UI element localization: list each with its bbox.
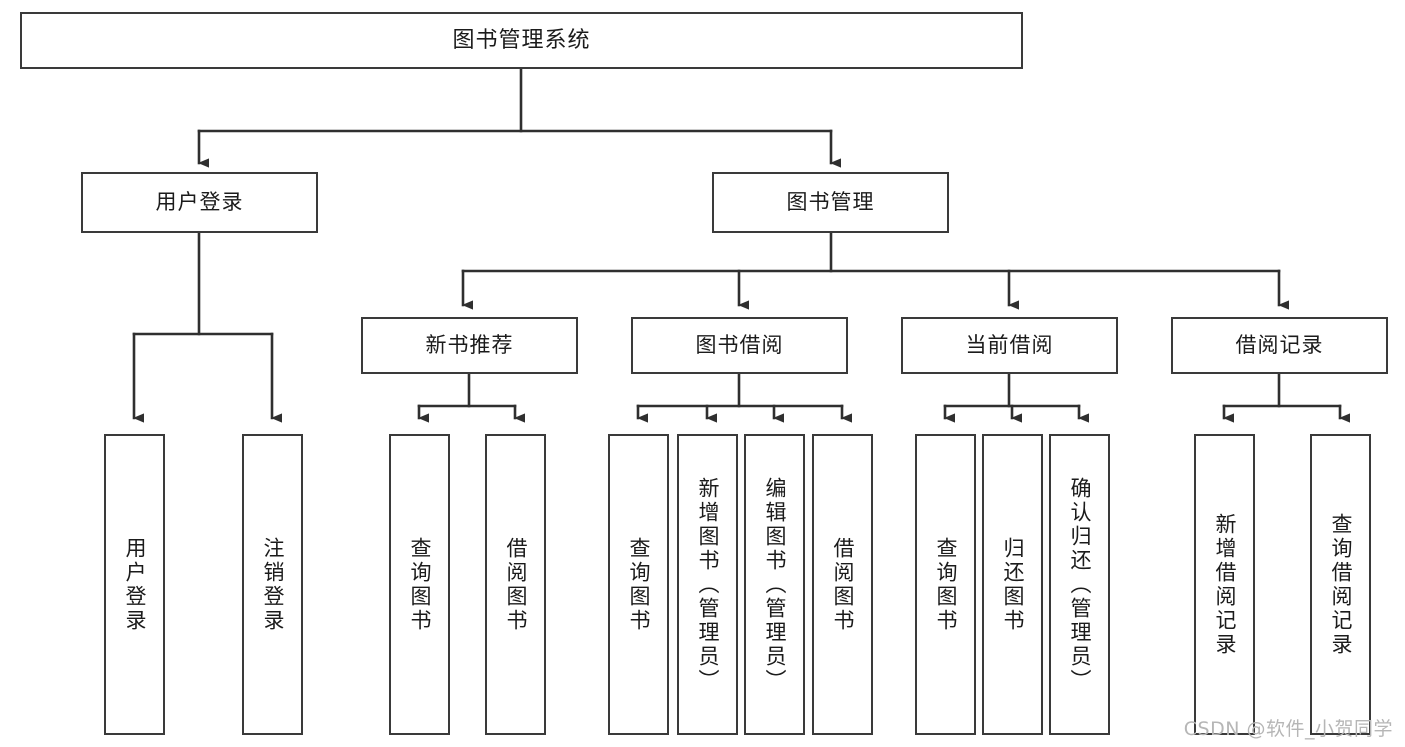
node-label: 注销登录 [261, 536, 285, 633]
node-label: 新增借阅记录 [1213, 512, 1237, 657]
node-borrow-record[interactable]: 借阅记录 [1171, 317, 1388, 374]
node-label: 编辑图书（管理员） [763, 476, 787, 693]
node-leaf-recommend-query-book[interactable]: 查询图书 [389, 434, 450, 735]
node-leaf-add-borrow-record[interactable]: 新增借阅记录 [1194, 434, 1255, 735]
node-label: 确认归还（管理员） [1068, 476, 1092, 693]
node-leaf-confirm-return-admin[interactable]: 确认归还（管理员） [1049, 434, 1110, 735]
node-new-book-recommend[interactable]: 新书推荐 [361, 317, 578, 374]
node-label: 查询借阅记录 [1329, 512, 1353, 657]
node-label: 借阅图书 [504, 536, 528, 633]
node-leaf-edit-book-admin[interactable]: 编辑图书（管理员） [744, 434, 805, 735]
node-book-borrow[interactable]: 图书借阅 [631, 317, 848, 374]
node-label: 借阅记录 [1235, 333, 1324, 358]
csdn-watermark: CSDN @软件_小贺同学 [1183, 718, 1393, 740]
node-book-management[interactable]: 图书管理 [712, 172, 949, 233]
node-leaf-recommend-borrow-book[interactable]: 借阅图书 [485, 434, 546, 735]
node-label: 当前借阅 [965, 333, 1054, 358]
node-label: 查询图书 [934, 536, 958, 633]
node-root-book-management-system[interactable]: 图书管理系统 [20, 12, 1023, 69]
node-leaf-user-login[interactable]: 用户登录 [104, 434, 165, 735]
node-user-login[interactable]: 用户登录 [81, 172, 318, 233]
node-label: 图书管理系统 [452, 27, 591, 53]
node-leaf-return-book[interactable]: 归还图书 [982, 434, 1043, 735]
node-label: 用户登录 [123, 536, 147, 633]
node-label: 归还图书 [1001, 536, 1025, 633]
node-label: 新增图书（管理员） [696, 476, 720, 693]
node-label: 查询图书 [408, 536, 432, 633]
node-label: 图书借阅 [695, 333, 784, 358]
node-label: 查询图书 [627, 536, 651, 633]
node-leaf-add-book-admin[interactable]: 新增图书（管理员） [677, 434, 738, 735]
node-current-borrow[interactable]: 当前借阅 [901, 317, 1118, 374]
node-leaf-logout[interactable]: 注销登录 [242, 434, 303, 735]
node-leaf-borrow-query-book[interactable]: 查询图书 [608, 434, 669, 735]
node-label: 新书推荐 [425, 333, 514, 358]
node-leaf-borrow-book[interactable]: 借阅图书 [812, 434, 873, 735]
node-leaf-query-borrow-record[interactable]: 查询借阅记录 [1310, 434, 1371, 735]
node-label: 借阅图书 [831, 536, 855, 633]
node-label: 用户登录 [155, 190, 244, 215]
node-label: 图书管理 [786, 190, 875, 215]
node-leaf-current-query-book[interactable]: 查询图书 [915, 434, 976, 735]
